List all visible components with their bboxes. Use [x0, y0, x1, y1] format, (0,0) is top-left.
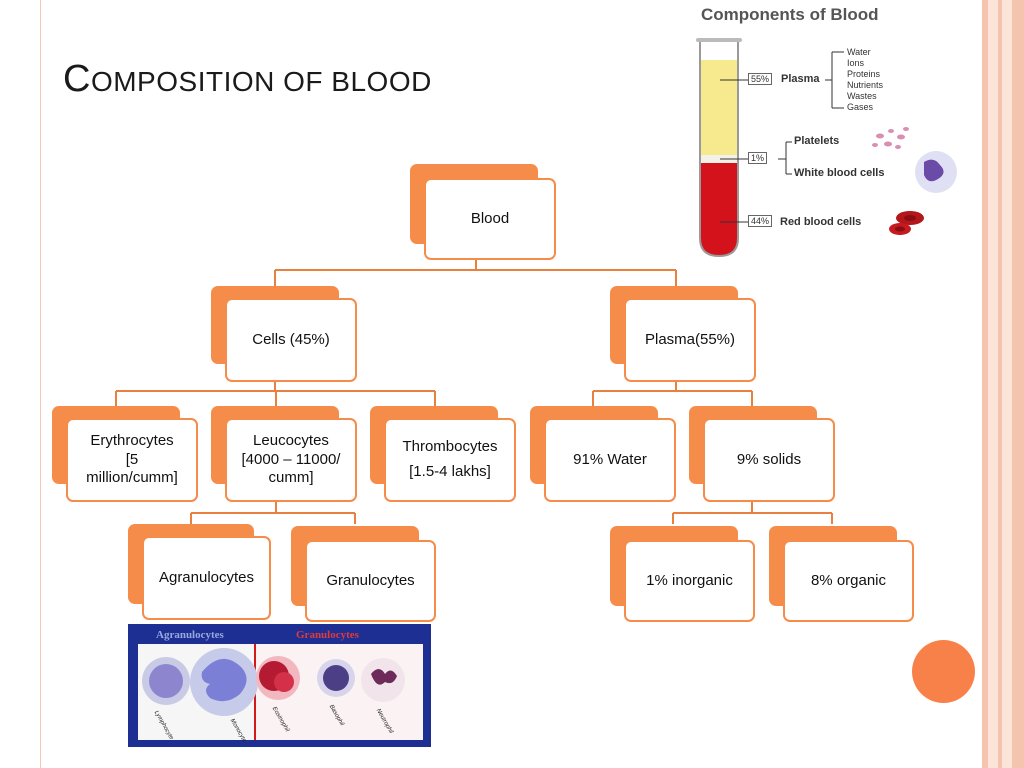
decor-stripe: [1002, 0, 1012, 768]
node-organic: 8% organic: [769, 526, 914, 622]
node-granulocytes-label: Granulocytes: [326, 571, 415, 589]
cell-drawings: [142, 648, 405, 716]
node-granulocytes: Granulocytes: [291, 526, 436, 622]
node-water-label: 91% Water: [573, 450, 647, 468]
rbc-percent: 44%: [748, 215, 773, 227]
slide-left-rule: [40, 0, 982, 768]
node-agranulocytes-label: Agranulocytes: [158, 568, 255, 586]
decor-stripe: [982, 0, 988, 768]
plasma-item: Nutrients: [847, 80, 884, 90]
figure-title: Components of Blood: [701, 5, 879, 24]
platelets-label: Platelets: [794, 135, 840, 147]
rbc-label: Red blood cells: [780, 216, 862, 228]
plasma-item: Proteins: [847, 69, 881, 79]
decor-stripe: [988, 0, 998, 768]
plasma-item: Gases: [847, 102, 874, 112]
plasma-item: Ions: [847, 58, 865, 68]
node-erythrocytes: Erythrocytes [5 million/cumm]: [52, 406, 198, 502]
node-plasma-label: Plasma(55%): [644, 330, 736, 348]
node-leucocytes: Leucocytes [4000 – 11000/ cumm]: [211, 406, 357, 502]
node-solids: 9% solids: [689, 406, 835, 502]
erythrocytes-name: Erythrocytes: [90, 431, 174, 449]
slide-title: COMPOSITION OF BLOOD: [63, 58, 432, 101]
node-agranulocytes: Agranulocytes: [128, 524, 271, 620]
leucocytes-count-2: cumm]: [268, 469, 314, 487]
plasma-item: Water: [847, 47, 871, 57]
plasma-contents-list: Water Ions Proteins Nutrients Wastes Gas…: [847, 47, 883, 113]
photo-heading-agranulocytes: Agranulocytes: [156, 629, 224, 641]
leucocyte-types-photo: Agranulocytes Granulocytes Lymphocyte Mo…: [128, 624, 431, 747]
photo-heading-granulocytes: Granulocytes: [296, 629, 359, 641]
erythrocytes-count-2: million/cumm]: [86, 469, 178, 487]
blood-components-figure: Components of Blood: [680, 0, 970, 265]
node-inorganic-label: 1% inorganic: [646, 571, 733, 589]
plasma-item: Wastes: [847, 91, 877, 101]
decor-stripe: [1012, 0, 1024, 768]
leucocytes-count-1: [4000 – 11000/: [241, 450, 341, 468]
wbc-label: White blood cells: [794, 167, 885, 179]
node-inorganic: 1% inorganic: [610, 526, 755, 622]
title-initial: C: [63, 58, 91, 100]
decor-stripe: [998, 0, 1002, 768]
plasma-label: Plasma: [781, 73, 820, 85]
node-thrombocytes: Thrombocytes [1.5-4 lakhs]: [370, 406, 516, 502]
node-solids-label: 9% solids: [736, 450, 802, 468]
plasma-percent: 55%: [748, 73, 773, 85]
leucocytes-name: Leucocytes: [253, 431, 329, 449]
node-plasma: Plasma(55%): [610, 286, 756, 382]
buffy-percent: 1%: [748, 152, 768, 164]
erythrocytes-count-1: [5: [125, 450, 139, 468]
title-rest: OMPOSITION OF BLOOD: [90, 66, 432, 97]
test-tube-illustration: [696, 38, 957, 258]
node-blood: Blood: [410, 164, 556, 260]
node-blood-label: Blood: [470, 209, 510, 227]
node-organic-label: 8% organic: [810, 571, 887, 589]
decor-circle: [912, 640, 975, 703]
node-cells-label: Cells (45%): [252, 330, 330, 348]
thrombocytes-name: Thrombocytes: [402, 438, 498, 456]
node-cells: Cells (45%): [211, 286, 357, 382]
thrombocytes-count: [1.5-4 lakhs]: [409, 463, 491, 480]
node-water: 91% Water: [530, 406, 676, 502]
